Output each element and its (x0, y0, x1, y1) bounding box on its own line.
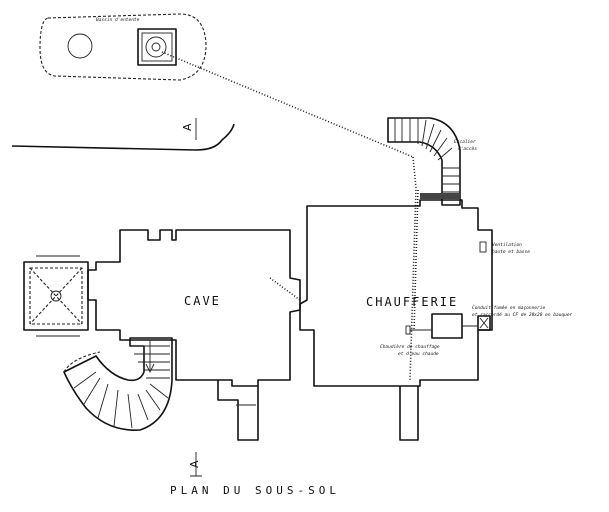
chaufferie-extension (399, 386, 419, 441)
section-line-bottom (190, 452, 202, 477)
pipe-down (409, 156, 417, 381)
cave-walls (87, 229, 301, 387)
room-label-cave: CAVE (184, 294, 221, 308)
top-tank: Bassin d'entente (39, 13, 207, 81)
boiler-equipment (405, 241, 491, 339)
room-label-chaufferie: CHAUFFERIE (366, 295, 458, 309)
plan-title: PLAN DU SOUS-SOL (170, 484, 340, 497)
flue-note-2: et raccordé au CF de 20x20 en bauquer (472, 311, 573, 318)
lower-extension (217, 380, 259, 441)
heater-note-2: et d'eau chaude (398, 351, 439, 357)
ventilation-label: Ventilation (492, 242, 522, 248)
door-swing (269, 277, 301, 301)
lower-spiral-staircase (63, 337, 173, 431)
stair-label-sub: d'accès (458, 145, 477, 152)
section-marker-top: A (181, 123, 194, 131)
flue-note-1: Conduit fumée en maçonnerie (472, 304, 545, 311)
ventilation-grille (479, 241, 487, 253)
top-tank-label: Bassin d'entente (96, 17, 140, 23)
ventilation-label-sub: haute et basse (492, 249, 530, 255)
chaufferie-walls (299, 199, 493, 387)
stair-label: Escalier (454, 139, 476, 145)
pipe-line (161, 51, 414, 158)
light-well (23, 255, 89, 337)
heater-note-1: Chaudière de chauffage (380, 343, 440, 350)
boiler-unit (431, 313, 463, 339)
upper-wall-fragment (11, 123, 235, 151)
chimney-flue (477, 315, 491, 331)
section-marker-bottom: A (188, 460, 201, 468)
stair-landing (420, 193, 460, 199)
top-spiral-staircase: Escalier d'accès (387, 117, 477, 206)
